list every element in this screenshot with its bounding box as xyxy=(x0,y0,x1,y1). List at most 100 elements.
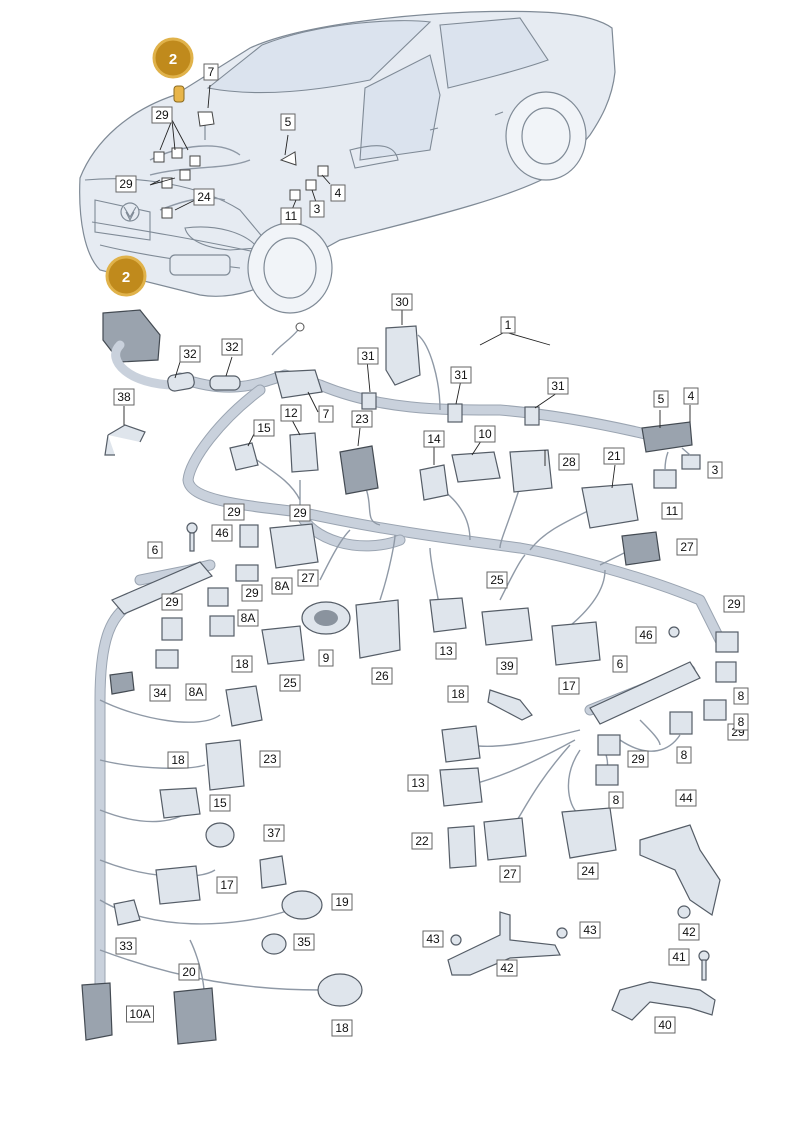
callout-text-l29-car-a: 29 xyxy=(155,108,169,122)
callout-text-l3: 3 xyxy=(712,463,719,477)
callout-l19: 19 xyxy=(331,893,353,911)
callout-l42-a: 42 xyxy=(678,923,700,941)
callout-l29-d: 29 xyxy=(289,504,311,522)
callout-l10: 10 xyxy=(474,425,496,443)
part-23-connector-top xyxy=(339,445,379,495)
callout-l7: 7 xyxy=(318,405,334,423)
part-10A-connector xyxy=(81,982,113,1041)
car-comp-4 xyxy=(317,165,329,177)
part-8-c xyxy=(595,764,619,786)
part-15-sensor-top xyxy=(229,442,259,471)
callout-l23-a: 23 xyxy=(351,410,373,428)
part-27-connector-lower xyxy=(483,817,527,861)
part-33-tie xyxy=(113,899,141,926)
callout-l42-b: 42 xyxy=(496,959,518,977)
badge-2-front: 2 xyxy=(105,255,147,297)
callout-l8A-a: 8A xyxy=(271,577,293,595)
callout-text-l15-a: 15 xyxy=(257,421,271,435)
callout-l41: 41 xyxy=(668,948,690,966)
callout-l15-a: 15 xyxy=(253,419,275,437)
part-14-connector xyxy=(419,464,449,501)
callout-text-l9: 9 xyxy=(323,651,330,665)
callout-text-l24: 24 xyxy=(581,864,595,878)
callout-text-l28: 28 xyxy=(562,455,576,469)
callout-text-l23-a: 23 xyxy=(355,412,369,426)
callout-l38: 38 xyxy=(113,388,135,406)
components xyxy=(81,309,739,1045)
callout-l20: 20 xyxy=(178,963,200,981)
part-31-clip-b xyxy=(447,403,463,423)
callout-text-l18-d: 18 xyxy=(335,1021,349,1035)
callout-text-l29-a: 29 xyxy=(227,505,241,519)
car-comp-29a xyxy=(153,151,165,163)
callout-l43-a: 43 xyxy=(422,930,444,948)
part-35-clip xyxy=(261,933,287,955)
callout-l31-c: 31 xyxy=(547,377,569,395)
callout-text-l5: 5 xyxy=(658,392,665,406)
part-19-connector xyxy=(281,890,323,920)
callout-l14: 14 xyxy=(423,430,445,448)
badge-2-front-text: 2 xyxy=(122,269,130,286)
callout-text-l11: 11 xyxy=(666,504,679,518)
badge-2-top: 2 xyxy=(152,37,194,79)
car-comp-24 xyxy=(161,207,173,219)
callout-text-l15-b: 15 xyxy=(213,796,227,810)
callout-l17-b: 17 xyxy=(216,876,238,894)
car-comp-7 xyxy=(197,111,215,127)
callout-text-l4: 4 xyxy=(688,389,695,403)
part-23-connector-lower xyxy=(205,739,245,791)
callout-l31-a: 31 xyxy=(357,347,379,365)
callout-l1: 1 xyxy=(500,316,516,334)
part-5-connector xyxy=(641,421,693,453)
part-27-connector-left xyxy=(269,523,319,569)
callout-l39: 39 xyxy=(496,657,518,675)
callout-l8A-c: 8A xyxy=(185,683,207,701)
callout-text-l43-a: 43 xyxy=(426,932,440,946)
callout-l17-a: 17 xyxy=(558,677,580,695)
callout-text-l34: 34 xyxy=(153,686,167,700)
callout-text-l27-a: 27 xyxy=(301,571,315,585)
part-37-tie xyxy=(259,855,287,889)
callout-l29-b: 29 xyxy=(241,584,263,602)
part-18-connector-right xyxy=(441,725,481,763)
part-30-connector xyxy=(385,325,421,386)
callout-l26: 26 xyxy=(371,667,393,685)
part-29-b xyxy=(207,587,229,607)
callout-l4-car: 4 xyxy=(330,184,346,202)
part-26-connector xyxy=(355,599,401,659)
callout-text-l39: 39 xyxy=(500,659,514,673)
callout-text-l6-b: 6 xyxy=(617,657,624,671)
car-comp-2 xyxy=(173,85,185,103)
part-8A-c xyxy=(155,649,179,669)
callout-text-l38: 38 xyxy=(117,390,131,404)
part-25-connector-left xyxy=(261,625,305,665)
callout-text-l30: 30 xyxy=(395,295,409,309)
callout-text-l35: 35 xyxy=(297,935,311,949)
part-17-connector-lower xyxy=(155,865,201,905)
part-11-connector xyxy=(653,469,677,489)
callout-text-l29-car-b: 29 xyxy=(119,177,133,191)
callout-text-l19: 19 xyxy=(335,895,349,909)
callout-l29-e: 29 xyxy=(723,595,745,613)
part-17-connector-top xyxy=(551,621,601,666)
callout-l7-car: 7 xyxy=(203,63,219,81)
part-24-connector xyxy=(561,807,617,859)
callout-l11-car: 11 xyxy=(280,207,302,225)
part-13-connector-lower xyxy=(439,767,483,807)
callout-text-l33: 33 xyxy=(119,939,133,953)
callout-text-l13-a: 13 xyxy=(439,644,453,658)
fog-lamp xyxy=(169,254,231,276)
callout-l18-b: 18 xyxy=(447,685,469,703)
callout-l8-d: 8 xyxy=(733,713,749,731)
callout-text-l29-b: 29 xyxy=(245,586,259,600)
callout-l29-a: 29 xyxy=(223,503,245,521)
part-31-clip-c xyxy=(524,406,540,426)
callout-l29-car-a: 29 xyxy=(151,106,173,124)
vw-emblem xyxy=(120,202,140,222)
callout-text-l26: 26 xyxy=(375,669,389,683)
callout-text-l21: 21 xyxy=(607,449,621,463)
part-22-connector xyxy=(447,825,477,869)
callout-text-l14: 14 xyxy=(427,432,441,446)
